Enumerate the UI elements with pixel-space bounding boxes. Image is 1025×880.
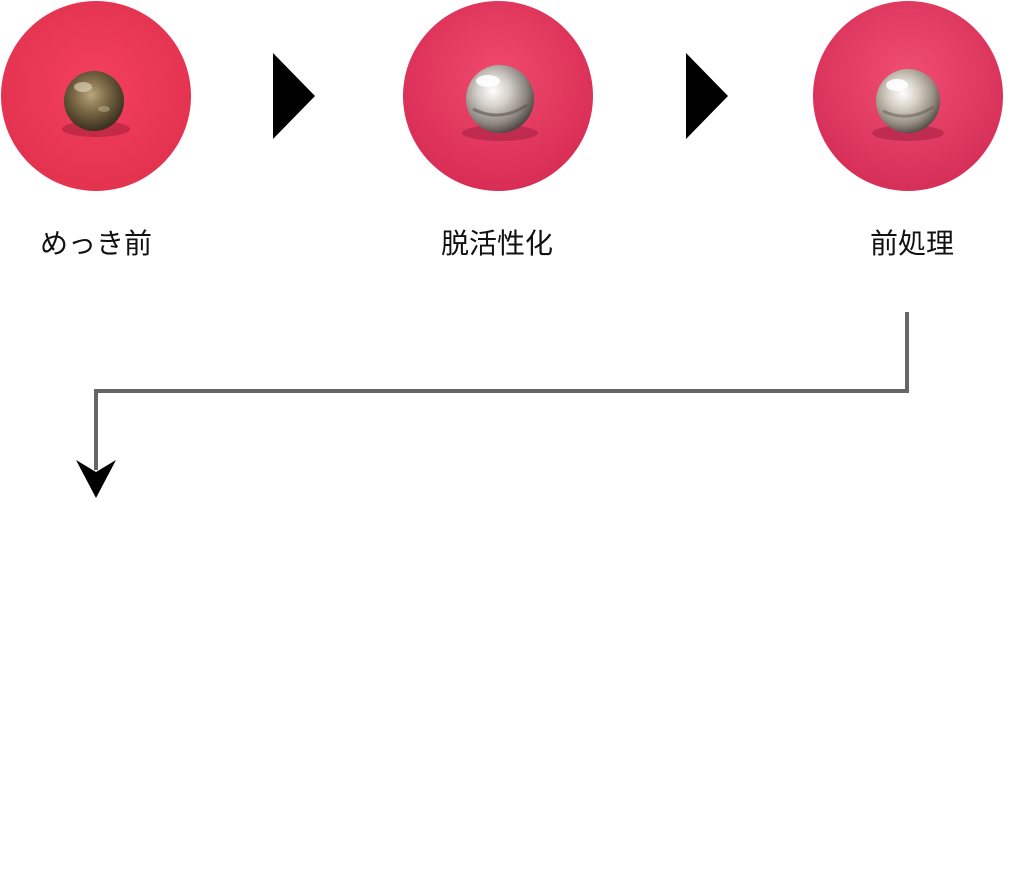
step-label-before-plating: めっき前: [39, 227, 153, 260]
triangle-right-icon: [273, 53, 315, 139]
step-label-deactivation: 脱活性化: [440, 227, 554, 260]
photo-before-plating: [1, 1, 191, 191]
triangle-right-icon: [686, 53, 728, 139]
photo-pretreatment: [813, 1, 1003, 191]
connector-line: [94, 312, 909, 470]
step-label-pretreatment: 前処理: [869, 227, 955, 260]
photo-deactivation: [403, 1, 593, 191]
arrowhead-down-icon: [76, 460, 116, 498]
